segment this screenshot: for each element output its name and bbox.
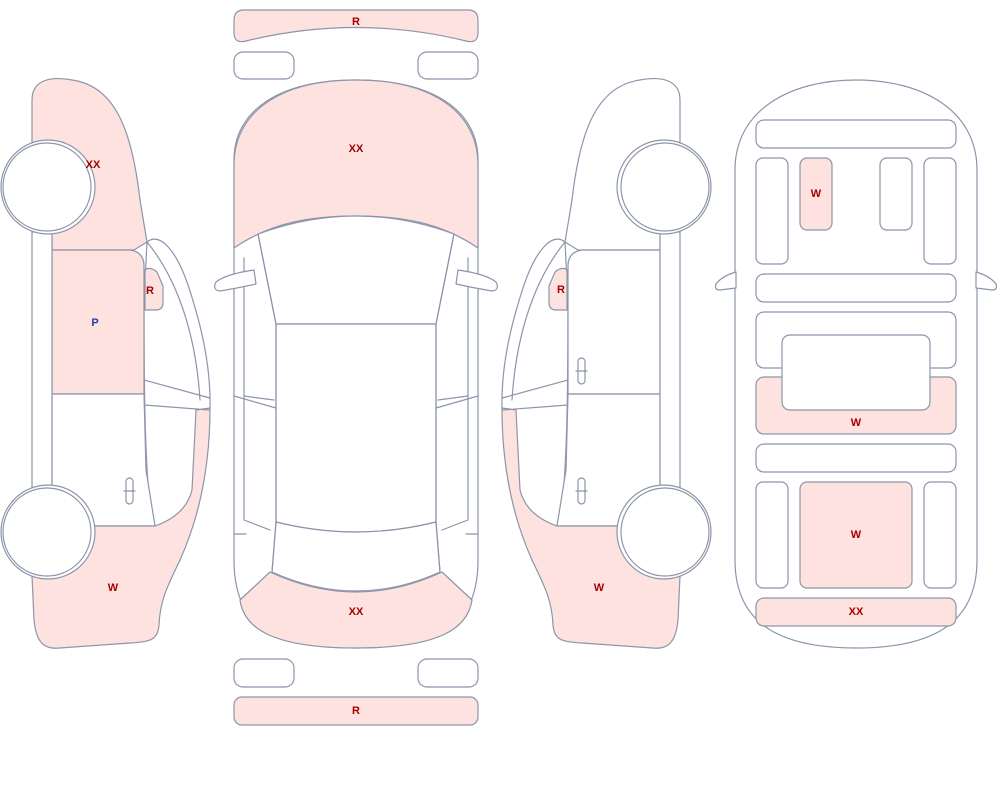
right-front-wheel[interactable]: [620, 142, 710, 232]
right-window-line: [501, 379, 569, 399]
interior-rear-console[interactable]: [755, 443, 957, 473]
top-front-left-light[interactable]: [233, 51, 295, 80]
interior-front-right-door-panel[interactable]: [923, 157, 957, 265]
right-window-frame: [511, 241, 566, 401]
interior-rear-right-door-panel[interactable]: [923, 481, 957, 589]
left-front-door[interactable]: [51, 249, 145, 395]
top-right-door-line: [441, 257, 469, 531]
top-front-right-light[interactable]: [417, 51, 479, 80]
top-rear-right-light[interactable]: [417, 658, 479, 688]
right-window-line-2: [501, 404, 569, 411]
top-rear-window[interactable]: [271, 521, 441, 592]
code-left-rear-quarter: W: [108, 582, 119, 594]
interior-left-mirror[interactable]: [714, 271, 737, 291]
right-rocker-panel[interactable]: [659, 231, 681, 495]
code-top-trunk: XX: [349, 606, 364, 618]
left-rear-wheel[interactable]: [2, 487, 92, 577]
left-side-view: XX R P W: [0, 78, 211, 649]
code-left-mirror: R: [146, 285, 154, 297]
left-window-line-2: [143, 404, 211, 411]
right-front-door[interactable]: [567, 249, 661, 395]
interior-front-seat[interactable]: [799, 157, 833, 231]
top-rear-bumper[interactable]: [233, 696, 479, 726]
code-right-mirror: R: [557, 284, 565, 296]
code-left-front-door: P: [91, 317, 98, 329]
top-left-pillar-line: [257, 233, 277, 573]
top-front-bumper[interactable]: [233, 9, 479, 43]
right-mirror[interactable]: [548, 267, 568, 311]
code-top-front-bumper: R: [352, 16, 360, 28]
interior-right-mirror[interactable]: [975, 271, 998, 291]
top-view: R XX XX R: [214, 9, 498, 726]
top-rear-left-light[interactable]: [233, 658, 295, 688]
top-right-door-split: [435, 395, 479, 409]
code-left-front-fender: XX: [86, 159, 101, 171]
top-trunk[interactable]: [239, 571, 473, 649]
interior-view: W W W XX: [714, 79, 998, 649]
top-left-door-split: [233, 395, 277, 409]
left-rocker-panel[interactable]: [31, 231, 53, 495]
interior-front-passenger-seat[interactable]: [879, 157, 913, 231]
interior-dashboard[interactable]: [755, 119, 957, 149]
top-left-door-line: [243, 257, 271, 531]
top-right-pillar-line: [435, 233, 455, 573]
code-interior-rear-seat: W: [851, 529, 862, 541]
code-interior-front-seat: W: [811, 188, 822, 200]
interior-middle-box[interactable]: [781, 334, 931, 411]
top-roof[interactable]: [275, 323, 437, 533]
left-rear-quarter[interactable]: [31, 407, 211, 649]
top-left-mirror[interactable]: [214, 269, 257, 292]
left-mirror[interactable]: [144, 267, 164, 311]
code-top-rear-bumper: R: [352, 705, 360, 717]
left-window-frame: [146, 241, 201, 401]
code-top-hood: XX: [349, 143, 364, 155]
top-left-door-split-2: [243, 395, 275, 401]
top-right-door-split-2: [437, 395, 469, 401]
top-windshield[interactable]: [257, 215, 455, 325]
top-right-mirror[interactable]: [455, 269, 498, 292]
right-rear-wheel[interactable]: [620, 487, 710, 577]
left-window-line: [143, 379, 211, 399]
interior-front-left-door-panel[interactable]: [755, 157, 789, 265]
right-side-view: R W: [501, 78, 712, 649]
code-interior-trunk: XX: [849, 606, 864, 618]
code-right-rear-quarter: W: [594, 582, 605, 594]
interior-rear-seat[interactable]: [799, 481, 913, 589]
interior-trunk[interactable]: [755, 597, 957, 627]
code-interior-middle-row: W: [851, 417, 862, 429]
right-rear-quarter[interactable]: [501, 407, 681, 649]
left-front-wheel[interactable]: [2, 142, 92, 232]
interior-center-console[interactable]: [755, 273, 957, 303]
interior-rear-left-door-panel[interactable]: [755, 481, 789, 589]
